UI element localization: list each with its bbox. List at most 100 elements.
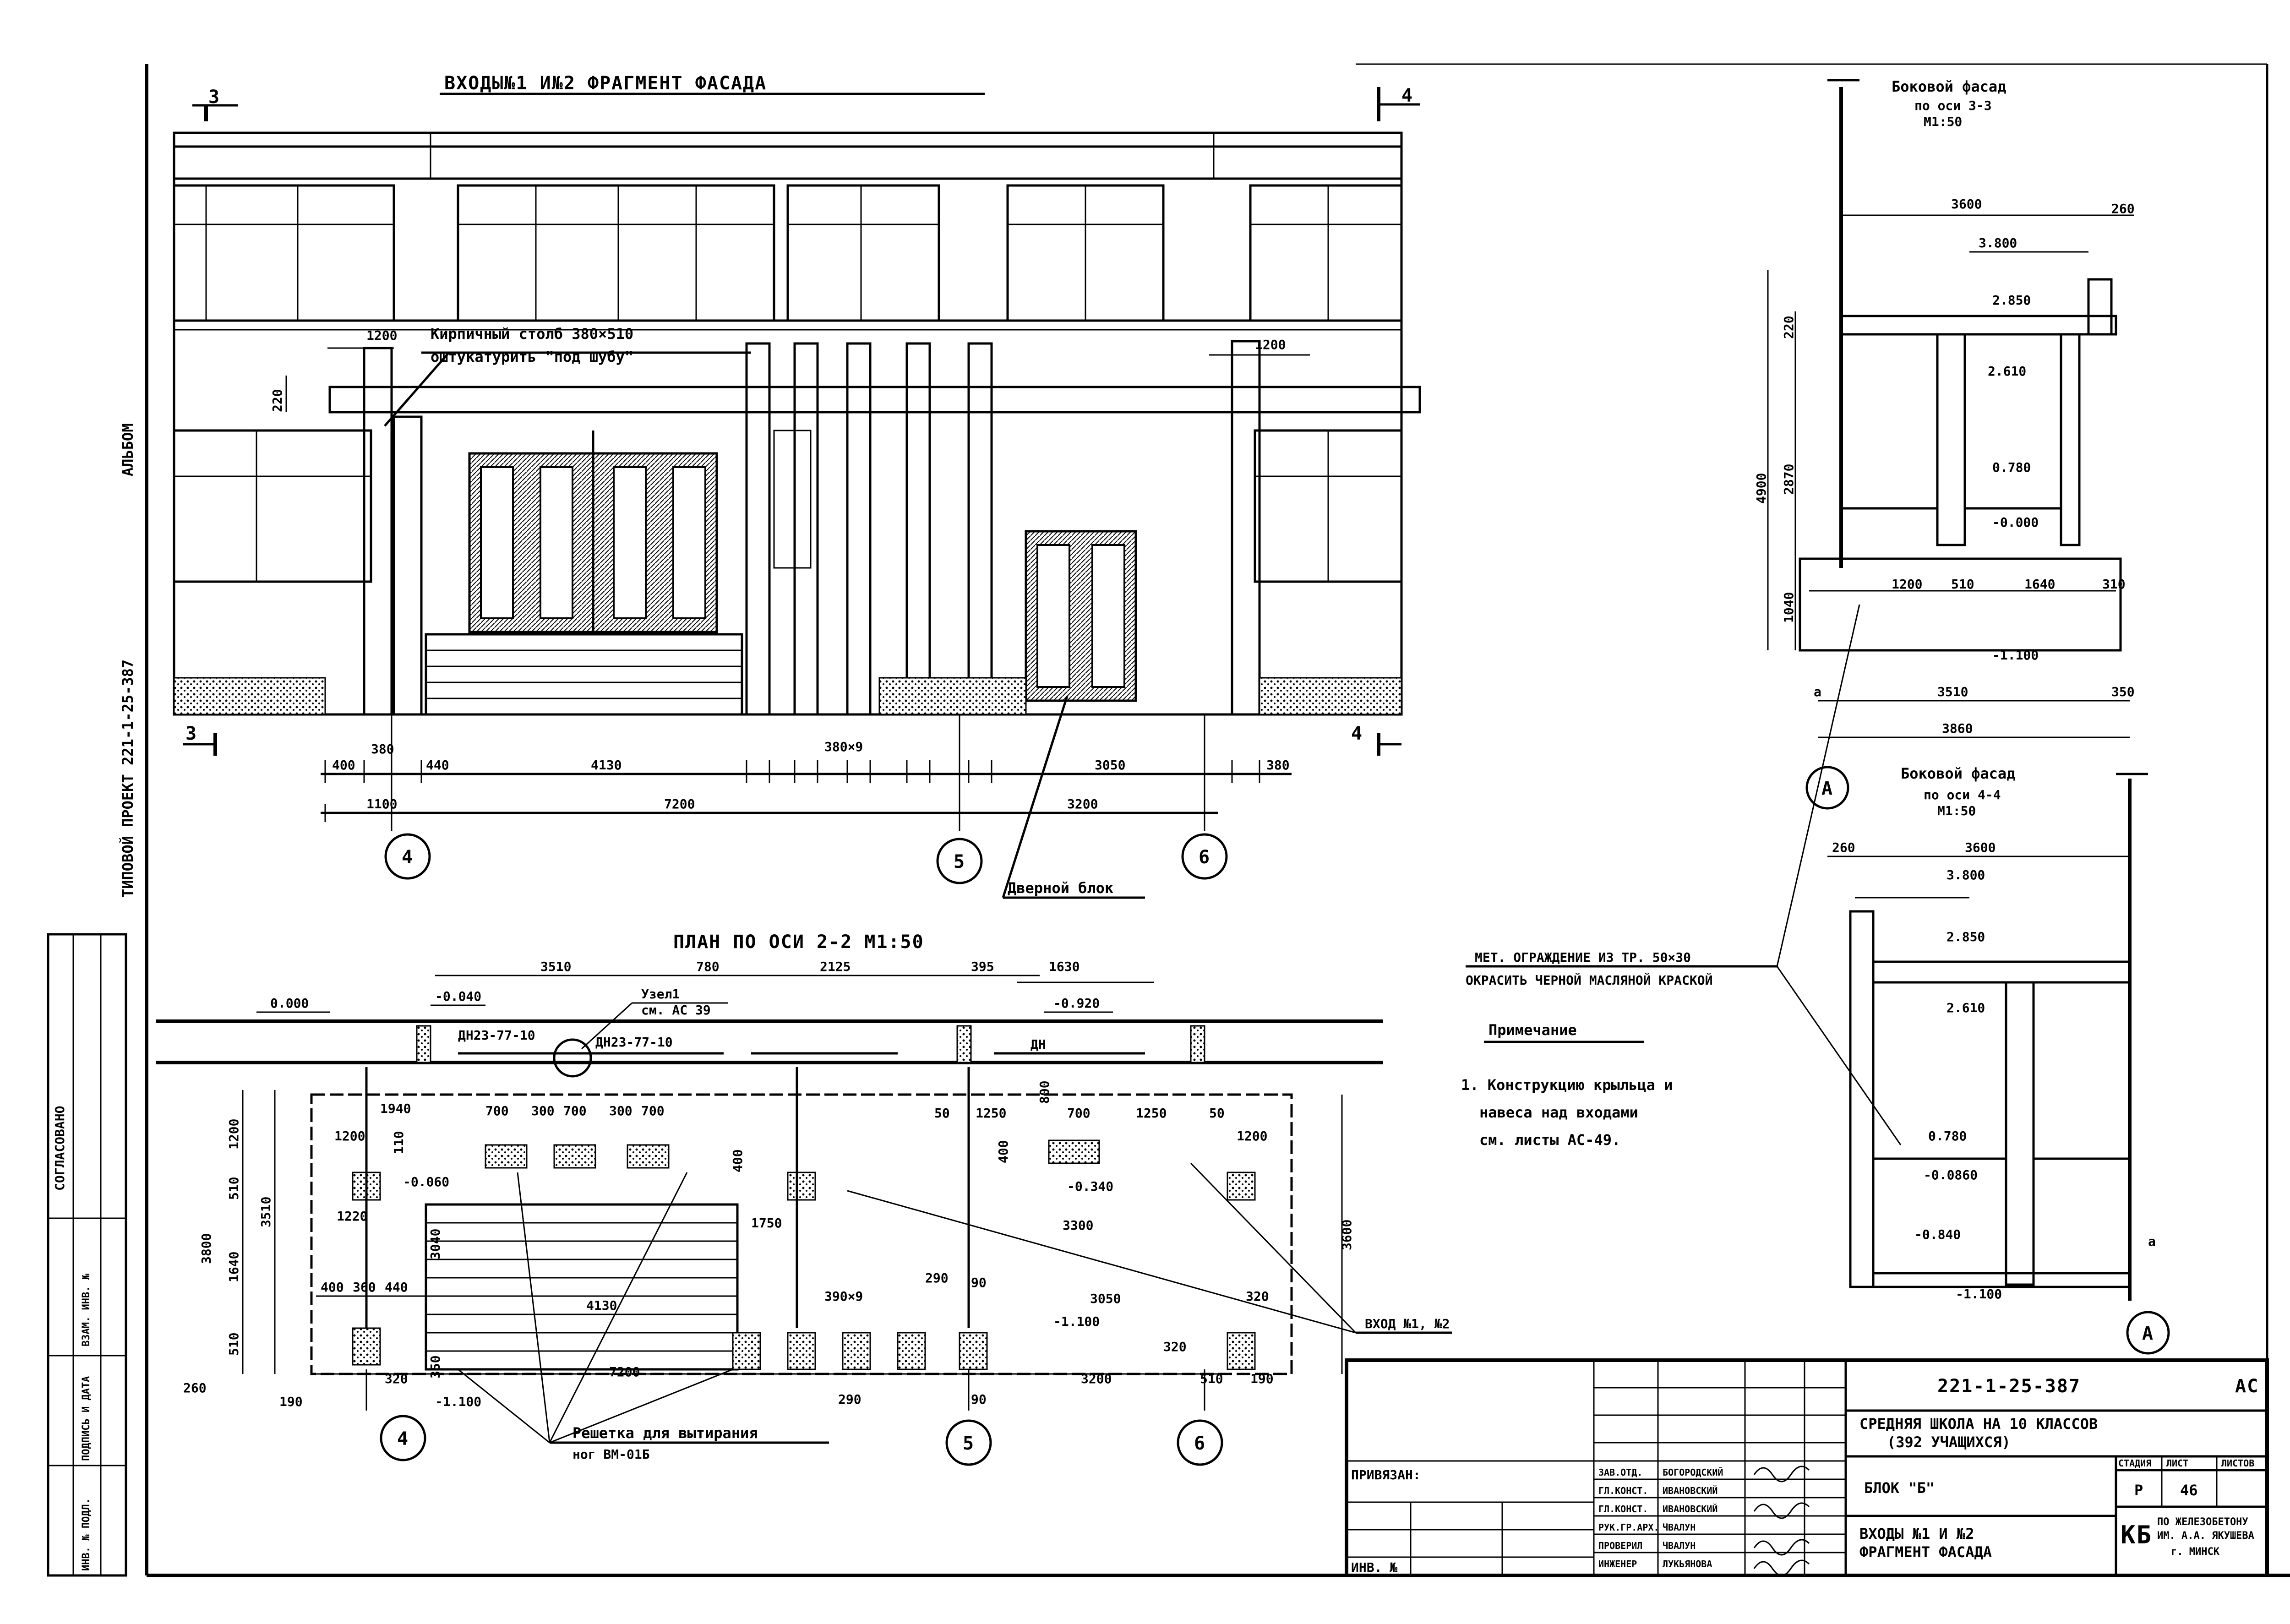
tb-role-6: ИНЖЕНЕР (1598, 1559, 1637, 1570)
plan-axis-6-label: 6 (1194, 1433, 1206, 1454)
plan-dim-b290b: 290 (838, 1392, 861, 1407)
plan-dim-b290a: 290 (925, 1270, 949, 1286)
side2-level-7: -1.100 (1956, 1286, 2002, 1302)
side1-level-1: 3.800 (1979, 235, 2017, 251)
tb-desc-1: СРЕДНЯЯ ШКОЛА НА 10 КЛАССОВ (1859, 1415, 2098, 1433)
tb-stage-label: СТАДИЯ (2118, 1458, 2151, 1469)
plan-dim-2125: 2125 (820, 959, 851, 974)
side-stamps: СОГЛАСОВАНО ВЗАМ. ИНВ. № ПОДПИСЬ И ДАТА … (47, 933, 127, 1577)
plan-dim-b4130: 4130 (586, 1298, 617, 1313)
plan-level-1100a: -1.100 (1053, 1314, 1100, 1329)
stamp-vzam-inv: ВЗАМ. ИНВ. № (81, 1273, 92, 1346)
dim-facade-7200: 7200 (664, 796, 695, 812)
dim-facade-1200-right: 1200 (1255, 337, 1286, 352)
plan-dim-700c: 700 (641, 1103, 665, 1118)
tb-name-3: ИВАНОВСКИЙ (1663, 1504, 1718, 1515)
railing-line-1: МЕТ. ОГРАЖДЕНИЕ ИЗ ТР. 50×30 (1475, 950, 1691, 965)
plan-dim-b90a: 90 (971, 1275, 987, 1290)
dim-facade-380x9: 380×9 (824, 739, 863, 754)
plinth-left (173, 677, 326, 715)
side1-dim-3510: 3510 (1937, 684, 1968, 699)
side1-dim-1040: 1040 (1781, 592, 1796, 623)
entrance-door-1 (468, 431, 718, 633)
dim-facade-3200: 3200 (1067, 796, 1098, 812)
tb-org-logo: КБ (2121, 1520, 2152, 1549)
side1-dim-2870: 2870 (1781, 464, 1796, 495)
side1-dim-350: 350 (2111, 684, 2135, 699)
tb-inv: ИНВ. № (1351, 1560, 1397, 1575)
plan-dim-3300: 3300 (1063, 1218, 1093, 1233)
tb-org-3: г. МИНСК (2171, 1546, 2220, 1558)
plan-node-ref: см. АС 39 (641, 1003, 711, 1018)
plan-dim-b7200: 7200 (609, 1364, 640, 1379)
facade-axis-6 (1181, 833, 1228, 880)
plan-dim-b3200: 3200 (1081, 1371, 1112, 1386)
sheet-frame (145, 63, 2290, 1577)
plan-axis-5 (945, 1419, 992, 1466)
side2-level-6: -0.840 (1914, 1227, 1961, 1242)
side2-scale: М1:50 (1937, 803, 1976, 818)
plan-dim-b360: 360 (353, 1280, 376, 1295)
plan-dim-400a: 400 (730, 1149, 745, 1172)
plan-dim-l1200: 1200 (226, 1119, 241, 1150)
tb-desc-2: (392 УЧАЩИХСЯ) (1887, 1433, 2011, 1451)
plan-dim-b90b: 90 (971, 1392, 987, 1407)
plan-dim-1750: 1750 (751, 1215, 782, 1231)
plan-level-0060: -0.060 (403, 1174, 449, 1189)
tb-role-1: ЗАВ.ОТД. (1598, 1467, 1642, 1478)
dim-facade-3050: 3050 (1095, 758, 1125, 773)
plan-dim-1220: 1220 (337, 1209, 367, 1224)
side2-level-1: 3.800 (1946, 867, 1985, 883)
tb-sheet: 46 (2180, 1482, 2198, 1499)
facade-section-left-bottom: 3 (185, 723, 197, 744)
plan-node-circle (553, 1038, 592, 1078)
note-door-block: Дверной блок (1008, 879, 1113, 897)
tb-role-3: ГЛ.КОНСТ. (1598, 1504, 1648, 1515)
facade-axis-5-label: 5 (954, 851, 965, 872)
entrance-door-2 (1025, 530, 1137, 702)
railing-note: МЕТ. ОГРАЖДЕНИЕ ИЗ ТР. 50×30 ОКРАСИТЬ ЧЕ… (1466, 604, 1902, 1145)
plan-dim-3510: 3510 (540, 959, 571, 974)
plan-dim-1630: 1630 (1049, 959, 1080, 974)
plan-dim-110: 110 (391, 1131, 406, 1154)
side1-dim-3600: 3600 (1951, 196, 1982, 212)
plan-level-1100b: -1.100 (435, 1394, 481, 1409)
dim-facade-380: 380 (371, 741, 394, 757)
facade-axis-6-label: 6 (1199, 847, 1210, 868)
tb-name-1: БОГОРОДСКИЙ (1663, 1467, 1723, 1478)
tb-name-5: ЧВАЛУН (1663, 1540, 1696, 1551)
general-note: Примечание 1. Конструкцию крыльца и наве… (1461, 1021, 1673, 1149)
tb-privyazan: ПРИВЯЗАН: (1351, 1467, 1421, 1482)
plan-dim-b400: 400 (321, 1280, 344, 1295)
plan-node-label: Узел1 (641, 986, 680, 1002)
side1-dim-260: 260 (2111, 201, 2135, 216)
plan-dim-50a: 50 (934, 1106, 950, 1121)
plan-dim-780: 780 (696, 959, 720, 974)
side1-dim-220: 220 (1781, 316, 1796, 339)
plan-dim-b190: 190 (1250, 1371, 1274, 1386)
tb-role-5: ПРОВЕРИЛ (1598, 1540, 1642, 1551)
note-title: Примечание (1488, 1021, 1577, 1039)
plan-dim-1200a: 1200 (334, 1128, 365, 1144)
facade-axis-5 (936, 838, 983, 884)
stamp-agreed: СОГЛАСОВАНО (52, 1106, 67, 1191)
plinth-right (1259, 677, 1402, 715)
note-plaster: оштукатурить "под шубу" (431, 348, 633, 365)
plan-dim-b510: 510 (1200, 1371, 1223, 1386)
note-line-3: см. листы АС-49. (1479, 1131, 1620, 1149)
note-line-1: 1. Конструкцию крыльца и (1461, 1076, 1673, 1094)
dim-facade-1200-left: 1200 (366, 328, 397, 343)
side2-axis-a (2126, 1311, 2170, 1355)
side1-dim-310: 310 (2102, 577, 2126, 592)
side1-level-5: -0.000 (1992, 515, 2039, 530)
tb-role-2: ГЛ.КОНСТ. (1598, 1485, 1648, 1496)
dim-facade-220: 220 (270, 389, 285, 412)
plan-dim-1940: 1940 (380, 1101, 411, 1116)
side2-level-4: 0.780 (1928, 1128, 1967, 1144)
side1-axis-label: А (1821, 778, 1833, 799)
plan-dim-l350: 350 (428, 1355, 443, 1379)
facade-section-right: 4 (1401, 85, 1413, 106)
side1-level-2: 2.850 (1992, 293, 2031, 308)
tb-sheets-label: ЛИСТОВ (2221, 1458, 2254, 1469)
